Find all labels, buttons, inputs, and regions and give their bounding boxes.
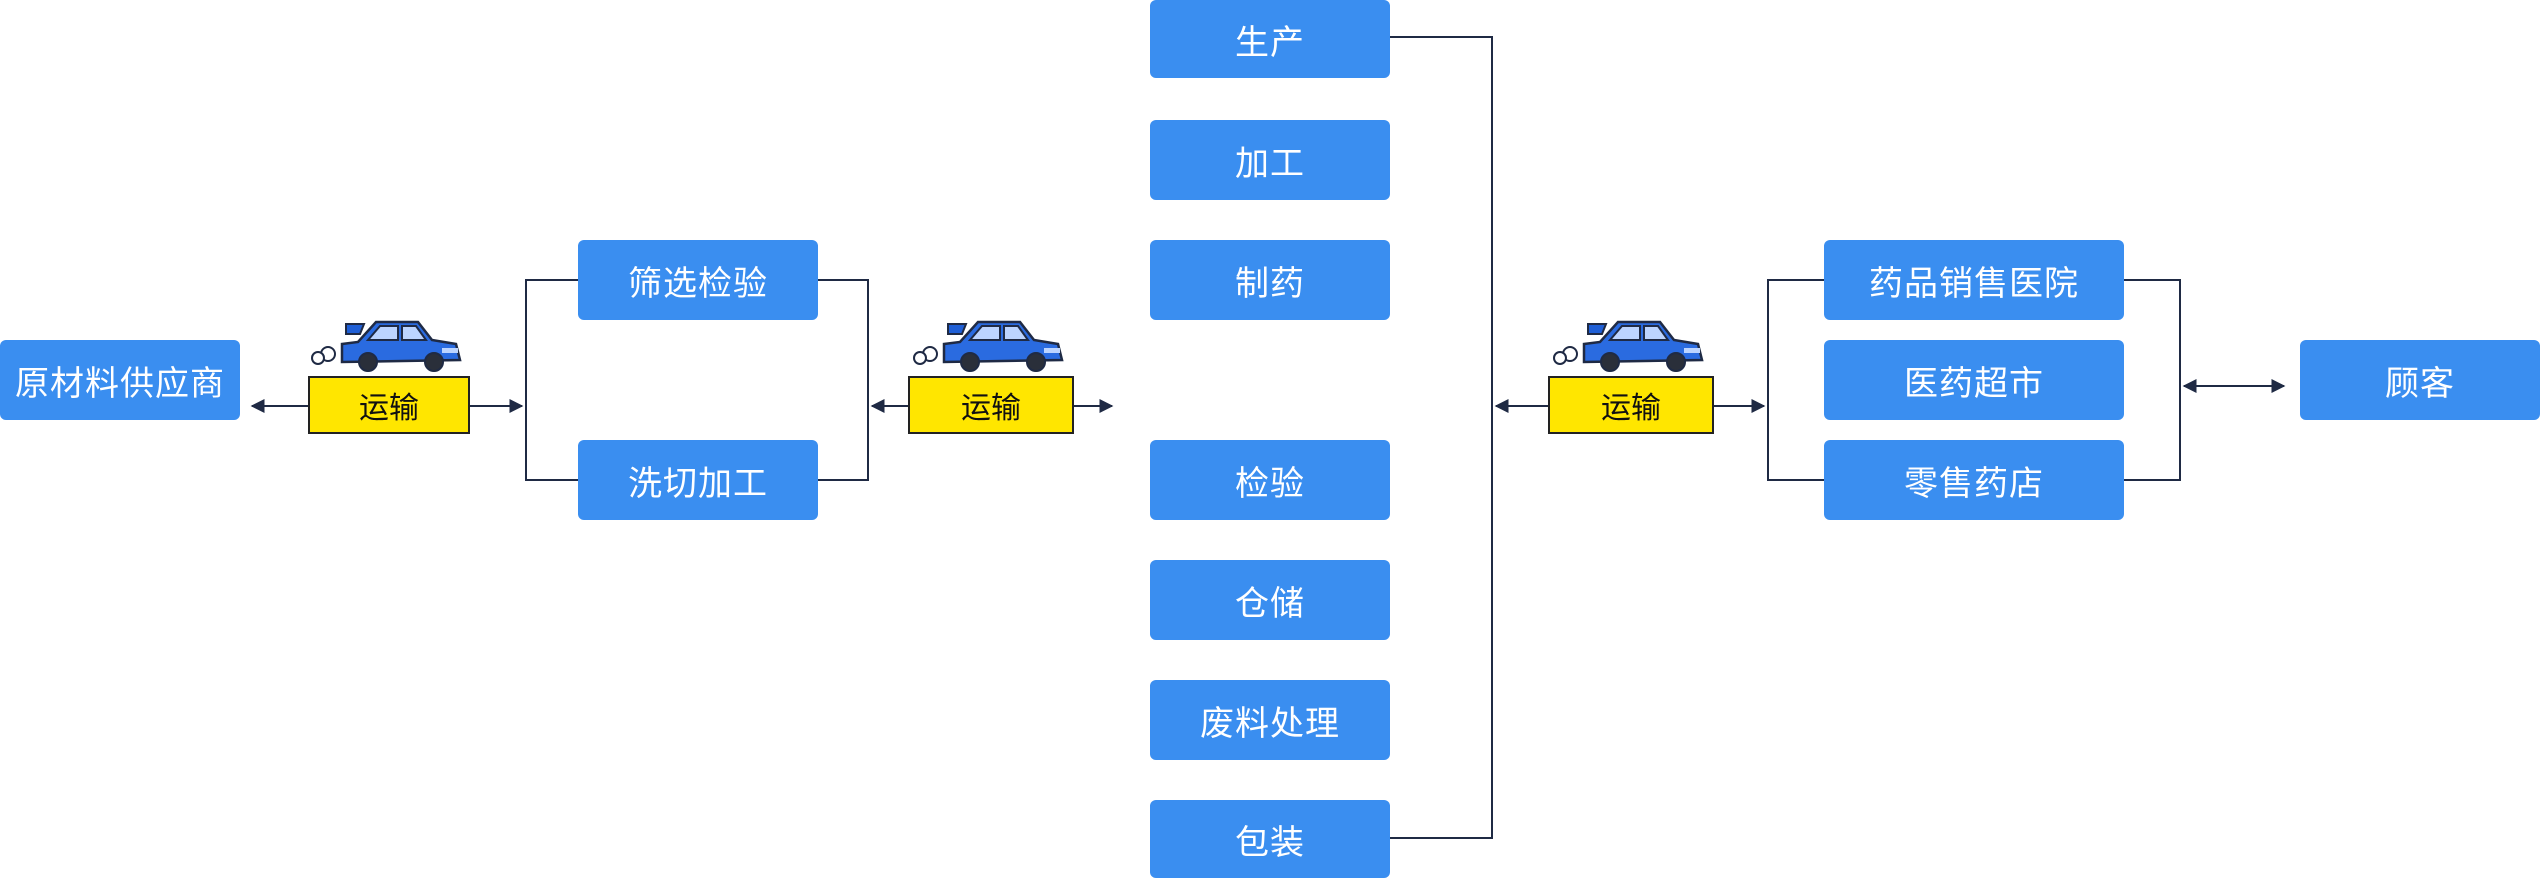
node-supermarket: 医药超市 xyxy=(1824,340,2124,420)
node-customer: 顾客 xyxy=(2300,340,2540,420)
node-pharmacy: 零售药店 xyxy=(1824,440,2124,520)
node-screen-inspect: 筛选检验 xyxy=(578,240,818,320)
node-pharma: 制药 xyxy=(1150,240,1390,320)
transport-label-2: 运输 xyxy=(908,376,1074,434)
car-icon xyxy=(1548,316,1708,376)
node-packaging: 包装 xyxy=(1150,800,1390,878)
node-hospital: 药品销售医院 xyxy=(1824,240,2124,320)
transport-label-3: 运输 xyxy=(1548,376,1714,434)
bracket-2 xyxy=(818,279,869,481)
node-wash-cut: 洗切加工 xyxy=(578,440,818,520)
bracket-1 xyxy=(525,279,578,481)
node-supplier: 原材料供应商 xyxy=(0,340,240,420)
node-processing: 加工 xyxy=(1150,120,1390,200)
car-icon xyxy=(908,316,1068,376)
car-icon xyxy=(306,316,466,376)
transport-label-1: 运输 xyxy=(308,376,470,434)
node-storage: 仓储 xyxy=(1150,560,1390,640)
node-inspection: 检验 xyxy=(1150,440,1390,520)
node-waste: 废料处理 xyxy=(1150,680,1390,760)
bracket-middle xyxy=(1390,36,1493,839)
node-production: 生产 xyxy=(1150,0,1390,78)
bracket-retail-left xyxy=(1767,279,1824,481)
bracket-retail-right xyxy=(2124,279,2181,481)
